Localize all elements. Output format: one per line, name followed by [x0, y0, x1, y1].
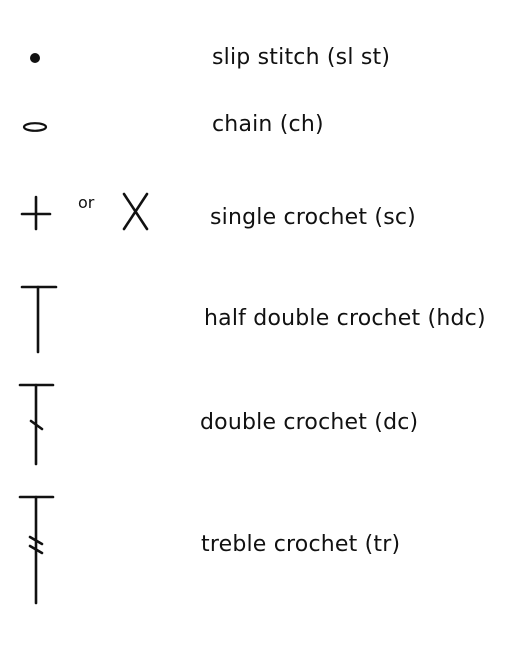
legend-label-half-double-crochet: half double crochet (hdc)	[204, 306, 486, 331]
chain-oval-icon	[22, 122, 48, 132]
half-double-crochet-t-icon	[20, 285, 58, 354]
legend-label-single-crochet: single crochet (sc)	[210, 205, 416, 230]
legend-label-slip-stitch: slip stitch (sl st)	[212, 45, 391, 70]
double-crochet-t-slash-icon	[18, 383, 55, 466]
single-crochet-plus-icon	[20, 195, 52, 231]
legend-label-treble-crochet: treble crochet (tr)	[201, 532, 401, 557]
treble-crochet-t-double-slash-icon	[18, 495, 55, 605]
slip-stitch-dot-icon	[30, 53, 40, 63]
single-crochet-x-icon	[122, 192, 149, 231]
legend-or-text: or	[78, 193, 95, 212]
legend-label-chain: chain (ch)	[212, 112, 324, 137]
legend-label-double-crochet: double crochet (dc)	[200, 410, 419, 435]
